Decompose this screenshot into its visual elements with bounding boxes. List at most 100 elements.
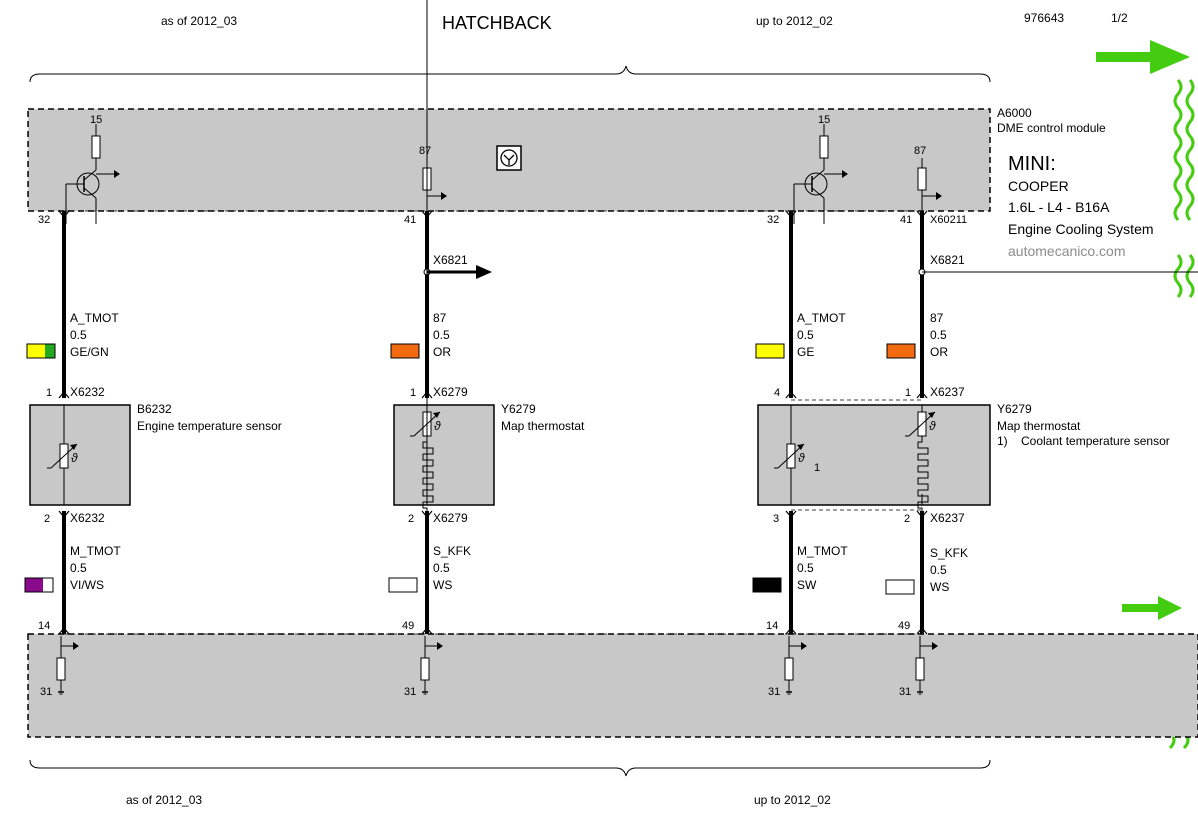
wire-signal: A_TMOT (70, 311, 119, 325)
wire-signal: M_TMOT (70, 544, 121, 558)
swatch-fill (25, 578, 43, 592)
wire-gauge: 0.5 (797, 328, 814, 342)
wire-signal: 87 (433, 311, 447, 325)
wire-signal: M_TMOT (797, 544, 848, 558)
supply-87-label: 87 (914, 145, 926, 157)
splice-label: X6821 (433, 253, 468, 267)
wire-signal: S_KFK (930, 546, 968, 560)
pin-lower-bottom-1: 14 (38, 620, 50, 632)
wire-color-swatch (390, 343, 420, 359)
ground-31-label: 31 (404, 686, 416, 698)
vehicle-brand: MINI: (1008, 153, 1056, 175)
wire-gauge: 0.5 (433, 561, 450, 575)
swatch-fill (885, 579, 915, 595)
connector-label: X6232 (70, 385, 105, 399)
page-number: 1/2 (1111, 11, 1128, 25)
module-name: DME control module (997, 121, 1106, 135)
supply-15-label: 15 (90, 114, 102, 126)
connector-label: X6279 (433, 385, 468, 399)
doc-number: 976643 (1024, 11, 1064, 25)
ground-31-label: 31 (768, 686, 780, 698)
component-note: 1) Coolant temperature sensor (997, 434, 1170, 448)
pin-lower-bottom-2: 49 (402, 620, 414, 632)
pin-lower-bottom-3: 14 (766, 620, 778, 632)
header-left-note: as of 2012_03 (161, 14, 237, 28)
pin-bottom-2: 1 (410, 387, 416, 399)
connector-label: X6232 (70, 511, 105, 525)
swatch-fill (27, 344, 45, 358)
wire-color-code: WS (433, 578, 452, 592)
swatch-fill (45, 344, 55, 358)
supply-15-label: 15 (818, 114, 830, 126)
swatch-fill (390, 343, 420, 359)
wire-color-code: GE/GN (70, 345, 109, 359)
vehicle-system: Engine Cooling System (1008, 221, 1154, 237)
wire-color-code: SW (797, 578, 817, 592)
wire-color-swatch (755, 343, 785, 359)
connector-label: X6237 (930, 511, 965, 525)
wire-signal: 87 (930, 311, 944, 325)
splice-label: X6821 (930, 253, 965, 267)
swatch-border (26, 343, 56, 359)
swatch-fill (43, 578, 53, 592)
component-name: Map thermostat (501, 419, 585, 433)
connector-label: X6237 (930, 385, 965, 399)
component-b6232 (29, 404, 131, 506)
component-id: Y6279 (501, 402, 536, 416)
swatch-fill (388, 577, 418, 593)
arrow-right-icon (476, 265, 492, 279)
component-y6279 (393, 404, 495, 506)
pin-bottom-1: 1 (46, 387, 52, 399)
website: automecanico.com (1008, 243, 1126, 259)
pin-lower-top-1: 2 (44, 513, 50, 525)
top-brace (29, 65, 991, 83)
pin-lower-bottom-4: 49 (898, 620, 910, 632)
wire-color-swatch (388, 577, 418, 593)
module-id: A6000 (997, 106, 1032, 120)
pin-bottom-4: 1 (905, 387, 911, 399)
dme-module-bottom (27, 633, 1198, 738)
wire-color-code: VI/WS (70, 578, 104, 592)
wavy-break-icon (1173, 78, 1195, 299)
pin-top-1: 32 (38, 214, 50, 226)
wire-gauge: 0.5 (930, 563, 947, 577)
ground-31-label: 31 (899, 686, 911, 698)
bottom-brace (29, 759, 991, 777)
vehicle-engine: 1.6L - L4 - B16A (1008, 199, 1110, 215)
wire-color-code: WS (930, 580, 949, 594)
component-name: Engine temperature sensor (137, 419, 282, 433)
supply-87-label: 87 (419, 145, 431, 157)
component-id: Y6279 (997, 402, 1032, 416)
wire-gauge: 0.5 (70, 561, 87, 575)
footer-left-note: as of 2012_03 (126, 793, 202, 807)
wire-color-swatch (885, 579, 915, 595)
wire-color-code: GE (797, 345, 814, 359)
pin-lower-top-2: 2 (408, 513, 414, 525)
pin-bottom-3: 4 (774, 387, 780, 399)
pin-lower-top-3: 3 (773, 513, 779, 525)
swatch-fill (755, 343, 785, 359)
pin-top-4: 41 (900, 214, 912, 226)
wire-color-swatch (886, 343, 916, 359)
header-title: HATCHBACK (442, 13, 552, 33)
pin-top-2: 41 (404, 214, 416, 226)
arrow-right-icon (1122, 596, 1182, 620)
wire-gauge: 0.5 (433, 328, 450, 342)
swatch-fill (886, 343, 916, 359)
wire-gauge: 0.5 (930, 328, 947, 342)
component-y6279-combined (757, 404, 991, 506)
component-note-marker: 1 (814, 462, 820, 474)
wire-color-swatch (24, 577, 54, 593)
wire-color-code: OR (930, 345, 948, 359)
vehicle-model: COOPER (1008, 178, 1069, 194)
wire-signal: S_KFK (433, 544, 471, 558)
module-connector: X60211 (930, 214, 967, 226)
footer-right-note: up to 2012_02 (754, 793, 831, 807)
component-name: Map thermostat (997, 419, 1081, 433)
ground-31-label: 31 (40, 686, 52, 698)
arrow-right-icon (1096, 40, 1190, 74)
ecu-icon (496, 145, 522, 171)
component-id: B6232 (137, 402, 172, 416)
wire-signal: A_TMOT (797, 311, 846, 325)
